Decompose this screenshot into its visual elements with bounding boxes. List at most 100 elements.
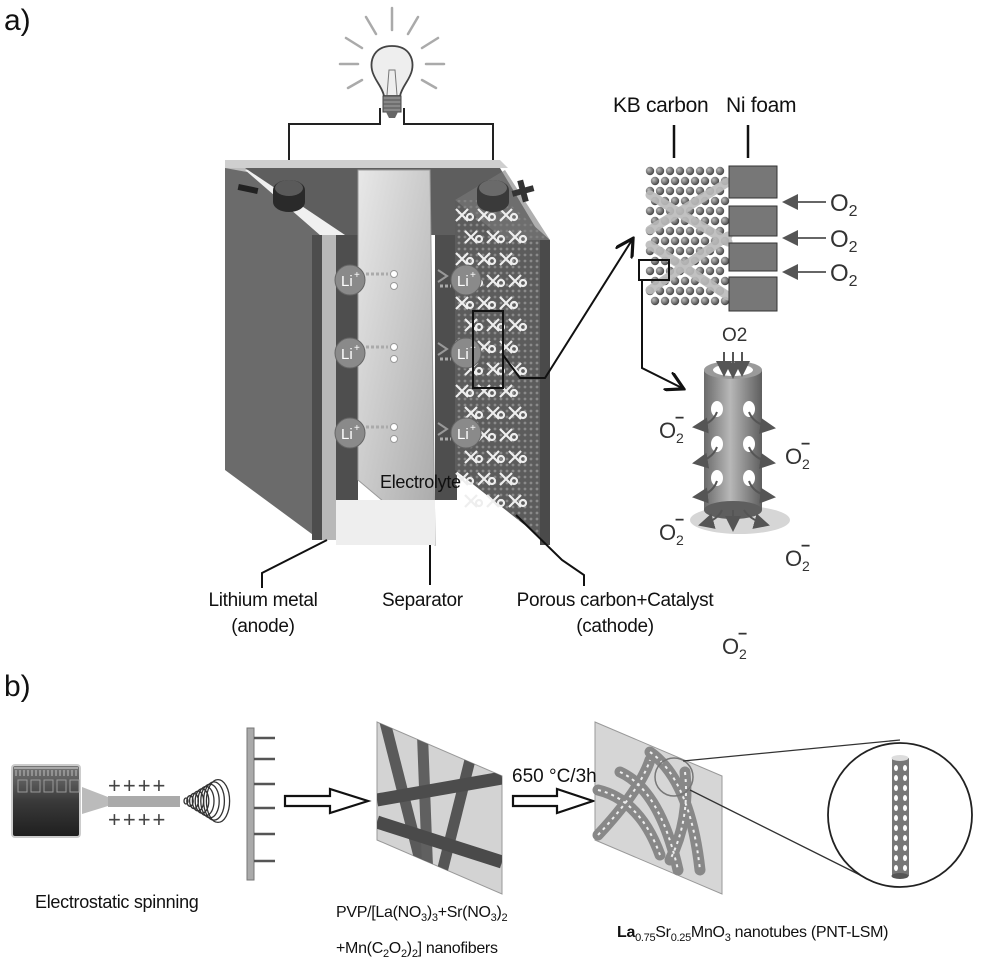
o2-input-2: O2 [830, 226, 858, 256]
catalyst-x-mark [455, 252, 469, 266]
tube-pore [903, 825, 907, 831]
nanotubes-caption: La0.75Sr0.25MnO3 nanotubes (PNT-LSM) [617, 924, 889, 945]
spool-window [17, 779, 28, 793]
panel-b-label: b) [4, 670, 31, 703]
tube-pore [894, 855, 898, 861]
spiral-loop [200, 783, 220, 819]
catalyst-loop [509, 300, 519, 310]
catalyst-x-mark [486, 274, 500, 288]
callout-lines [261, 514, 585, 588]
carbon-particle [650, 296, 660, 306]
carbon-particle [715, 266, 725, 276]
collector-plate [246, 727, 275, 881]
carbon-particle [710, 256, 720, 266]
carbon-particle [655, 166, 665, 176]
catalyst-loop [465, 212, 475, 222]
carbon-particle [700, 176, 710, 186]
tube-pore [894, 835, 898, 841]
catalyst-x-mark [508, 274, 522, 288]
carbon-particle [670, 236, 680, 246]
o2-input-3: O2 [830, 260, 858, 290]
catalyst-loop [474, 366, 484, 376]
charges-bottom: ++++ [108, 807, 168, 832]
carbon-particle [685, 246, 695, 256]
carbon-particle [685, 186, 695, 196]
chevron-icon [437, 269, 449, 283]
carbon-particle [720, 256, 730, 266]
spool-window [43, 779, 54, 793]
catalyst-loop [496, 410, 506, 420]
carbon-particle [710, 196, 720, 206]
electron-icon [390, 423, 398, 431]
tube-pore [894, 795, 898, 801]
carbon-particle [660, 236, 670, 246]
catalyst-x-mark [486, 494, 500, 508]
cathode-callout: Porous carbon+Catalyst (cathode) [498, 591, 732, 637]
catalyst-x-mark [508, 450, 522, 464]
catalyst-loop [518, 498, 528, 508]
catalyst-loop [518, 454, 528, 464]
carbon-particle [685, 166, 695, 176]
calcination-condition: 650 °C/3h [512, 766, 597, 787]
electron-icon [390, 435, 398, 443]
catalyst-loop [518, 410, 528, 420]
charges-top: ++++ [108, 773, 168, 798]
carbon-particle [650, 176, 660, 186]
carbon-particle [715, 166, 725, 176]
li-ion-label: Li [341, 273, 353, 290]
tube-o2-input: O2 [722, 325, 748, 346]
carbon-particle [690, 176, 700, 186]
syringe-spool [11, 764, 180, 838]
tube-pore [903, 785, 907, 791]
carbon-particle [680, 296, 690, 306]
electrolyte-label: Electrolyte [380, 472, 461, 492]
carbon-particle [655, 186, 665, 196]
anode-label-line1: Lithium metal [208, 590, 318, 611]
panel-a-label: a) [4, 4, 31, 37]
cathode-label-line1: Porous carbon+Catalyst [516, 590, 714, 611]
process-arrow-2 [511, 787, 597, 815]
catalyst-loop [487, 212, 497, 222]
tube-pore [903, 805, 907, 811]
li-ion-label: Li [457, 346, 469, 363]
catalyst-x-mark [477, 296, 491, 310]
catalyst-loop [518, 366, 528, 376]
tube-pore [894, 775, 898, 781]
carbon-particle [665, 286, 675, 296]
nanotube-inset [690, 352, 790, 534]
catalyst-loop [509, 212, 519, 222]
catalyst-loop [474, 234, 484, 244]
li-ion-label: Li [341, 426, 353, 443]
catalyst-x-mark [499, 428, 513, 442]
electron-icon [390, 270, 398, 278]
catalyst-loop [487, 476, 497, 486]
light-bulb-icon [370, 45, 414, 118]
tube-pore [894, 865, 898, 871]
carbon-particle [720, 216, 730, 226]
li-ion-icon [334, 337, 366, 369]
catalyst-x-mark [455, 296, 469, 310]
li-ion-icon [450, 264, 482, 296]
chevron-icon [437, 342, 449, 356]
superoxide-label-3: O−2 [659, 512, 685, 548]
carbon-particle [700, 296, 710, 306]
superoxide-label-2: O−2 [785, 436, 811, 472]
li-ion-label: Li [457, 426, 469, 443]
electron-icon [390, 343, 398, 351]
catalyst-loop [465, 388, 475, 398]
spiral-loop [186, 795, 194, 807]
minus-sign-icon [237, 183, 259, 195]
catalyst-x-mark [477, 472, 491, 486]
tube-pore [903, 795, 907, 801]
li-ions: Li+Li+Li+Li+Li+Li+ [334, 264, 482, 449]
ni-foam-label: Ni foam [726, 94, 797, 117]
carbon-particle [685, 286, 695, 296]
tube-pore [903, 765, 907, 771]
catalyst-x-mark [455, 384, 469, 398]
zoom-arrow-1 [502, 240, 632, 379]
li-ion-charge: + [354, 270, 360, 281]
catalyst-loop [474, 410, 484, 420]
anode-callout: Lithium metal (anode) [196, 591, 330, 637]
catalyst-loop [509, 388, 519, 398]
nanofiber-sheet [376, 721, 503, 895]
